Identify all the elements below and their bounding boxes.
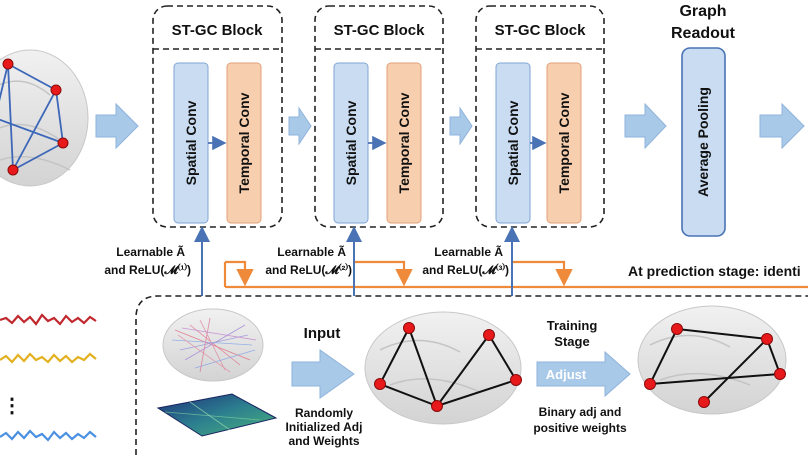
average-pooling-label: Average Pooling [695,87,711,197]
learnable-label-1: Learnable Ã [116,244,185,259]
block-title: ST-GC Block [172,22,264,39]
signal-yellow [0,352,97,364]
flow-arrow-3 [449,106,473,146]
learnable-label-3: Learnable Ã [434,244,503,259]
readout-title-line1: Graph [679,3,726,20]
temporal-conv-label: Temporal Conv [556,92,572,193]
temporal-conv-label: Temporal Conv [396,92,412,193]
orange-connections [223,260,808,289]
prediction-stage-note: At prediction stage: identi [628,263,801,279]
node [403,322,415,334]
adjust-label: Adjust [546,367,587,382]
temporal-conv-box [386,62,422,224]
node [644,378,656,390]
random-init-line3: and Weights [288,434,359,448]
spatial-conv-label: Spatial Conv [343,100,359,185]
node [2,58,14,70]
node [483,329,495,341]
spatial-conv-label: Spatial Conv [505,100,521,185]
learnable-relu-2: and ReLU(𝓜⁽²⁾) [265,262,352,277]
random-init-line2: Initialized Adj [286,420,363,434]
learnable-relu-3: and ReLU(𝓜⁽³⁾) [422,262,509,277]
random-init-brain [162,308,264,382]
adjust-arrow: Adjust [536,350,631,398]
stgc-block-1: ST-GC Block Spatial Conv Temporal Conv [152,5,283,228]
binary-adj-line2: positive weights [533,421,627,435]
stgc-block-2: ST-GC Block Spatial Conv Temporal Conv [314,5,444,228]
node [510,374,522,386]
training-panel-border [135,295,808,455]
temporal-conv-box [546,62,582,224]
spatial-conv-label: Spatial Conv [183,100,199,185]
temporal-conv-box [226,62,262,224]
flow-arrow-2 [288,106,312,146]
signal-red [0,313,97,326]
node [698,396,710,408]
stgc-block-3: ST-GC Block Spatial Conv Temporal Conv [475,5,605,228]
signal-blue [0,429,97,442]
time-series-signals [0,313,97,442]
learnable-label-2: Learnable Ã [277,244,346,259]
node [761,333,773,345]
node [671,323,683,335]
signals-ellipsis: ⋮ [2,395,22,417]
node [431,400,443,412]
input-brain-graph [0,49,89,187]
block-title: ST-GC Block [495,22,587,39]
node [774,368,786,380]
temporal-conv-label: Temporal Conv [236,92,252,193]
node [50,84,62,96]
node [7,164,19,176]
blue-connections [194,226,520,296]
average-pooling-box [681,47,726,237]
node [374,378,386,390]
input-arrow [291,349,355,399]
input-label: Input [304,325,341,342]
random-init-line1: Randomly [295,406,353,420]
flow-arrow-1 [95,102,139,150]
binary-adj-line1: Binary adj and [539,405,622,419]
node [57,137,69,149]
initial-graph-brain [364,311,522,425]
training-stage-line2: Stage [554,334,589,349]
training-stage-line1: Training [547,318,598,333]
learnable-relu-1: and ReLU(𝓜⁽¹⁾) [104,262,191,277]
graph-readout: Graph Readout Average Pooling [671,3,736,237]
adjacency-matrix-image [156,393,278,437]
flow-arrow-5 [759,102,805,150]
flow-arrow-4 [624,102,667,150]
trained-graph-brain [637,305,787,415]
block-title: ST-GC Block [334,22,426,39]
readout-title-line2: Readout [671,25,736,42]
